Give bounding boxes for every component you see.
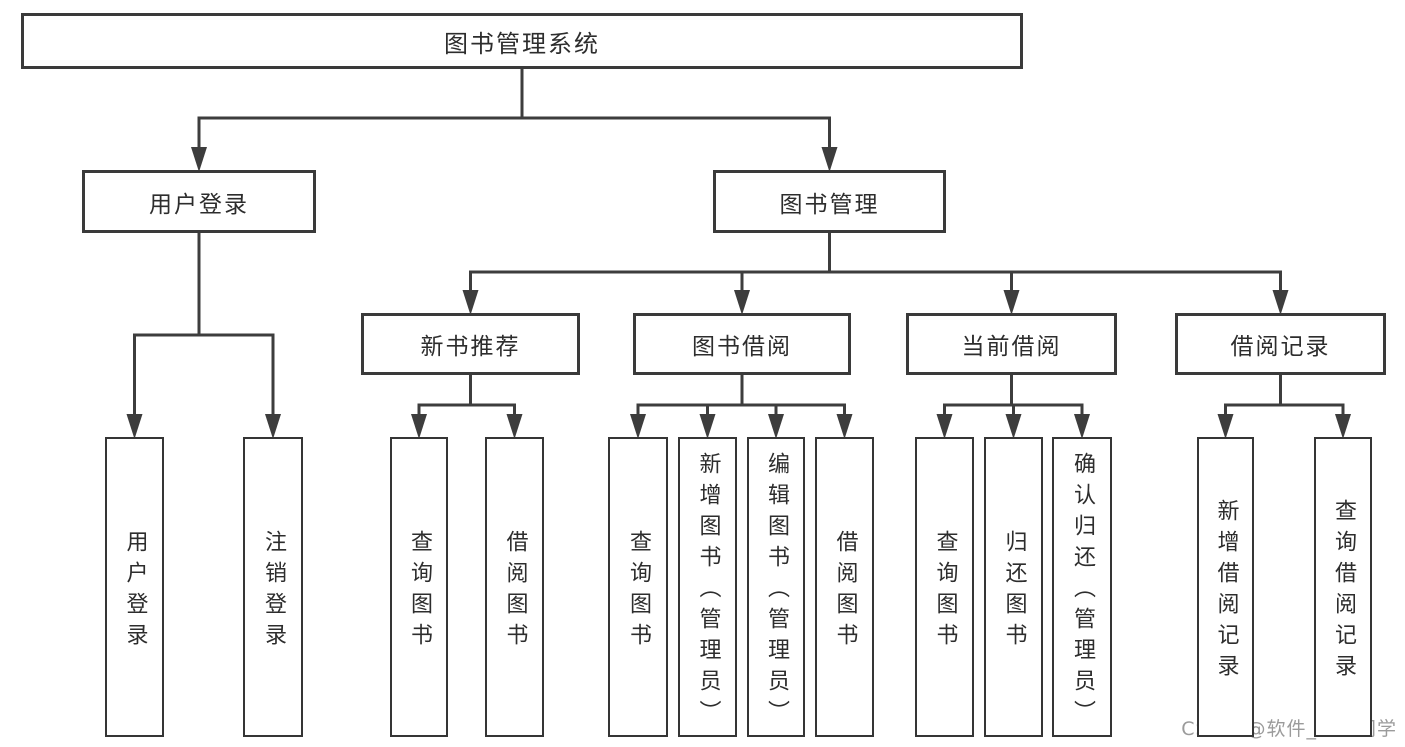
diagram-node-leaf-query-book-1: 查询图书 (390, 437, 448, 737)
node-label: 查询图书 (626, 529, 651, 654)
arrowhead-icon (462, 290, 479, 315)
node-label: 注销登录 (261, 529, 286, 654)
arrowhead-icon (1335, 414, 1351, 439)
diagram-node-new-book-recommend: 新书推荐 (361, 313, 580, 375)
arrowhead-icon (630, 414, 646, 439)
diagram-node-leaf-borrow-book-1: 借阅图书 (485, 437, 544, 737)
diagram-node-leaf-borrow-book-2: 借阅图书 (815, 437, 874, 737)
arrowhead-icon (1272, 290, 1289, 315)
arrowhead-icon (936, 414, 953, 439)
arrowhead-icon (1005, 414, 1022, 439)
arrowhead-icon (506, 414, 523, 439)
diagram-node-leaf-query-book-3: 查询图书 (915, 437, 974, 737)
node-label: 查询图书 (932, 529, 958, 654)
diagram-node-leaf-add-borrow-record: 新增借阅记录 (1197, 437, 1254, 737)
node-label: 借阅图书 (502, 529, 528, 654)
node-label: 新增图书（管理员） (695, 452, 721, 731)
node-label: 图书管理 (779, 191, 880, 218)
diagram-node-root: 图书管理系统 (21, 13, 1023, 69)
node-label: 新书推荐 (420, 334, 521, 360)
arrowhead-icon (768, 414, 784, 439)
connector-new-book-recommend (411, 375, 523, 439)
node-label: 编辑图书（管理员） (764, 452, 789, 731)
node-label: 图书借阅 (692, 334, 792, 360)
node-label: 新增借阅记录 (1213, 498, 1239, 685)
diagram-node-current-borrow: 当前借阅 (906, 313, 1117, 375)
diagram-node-leaf-query-book-2: 查询图书 (608, 437, 668, 737)
connector-user-login (126, 233, 281, 439)
connector-borrow-record (1217, 375, 1351, 439)
diagram-node-user-login: 用户登录 (82, 170, 316, 233)
arrowhead-icon (699, 414, 716, 439)
arrowhead-icon (836, 414, 853, 439)
diagram-node-book-borrow: 图书借阅 (633, 313, 851, 375)
arrowhead-icon (265, 414, 281, 439)
arrowhead-icon (734, 290, 750, 315)
diagram-node-leaf-query-borrow-record: 查询借阅记录 (1314, 437, 1372, 737)
diagram-node-leaf-confirm-return: 确认归还（管理员） (1052, 437, 1112, 737)
node-label: 借阅记录 (1230, 334, 1331, 360)
node-label: 用户登录 (122, 529, 148, 654)
node-label: 查询借阅记录 (1331, 498, 1356, 685)
node-label: 用户登录 (149, 191, 249, 218)
node-label: 图书管理系统 (444, 29, 600, 58)
diagram-node-leaf-user-login: 用户登录 (105, 437, 164, 737)
node-label: 归还图书 (1001, 529, 1027, 654)
arrowhead-icon (821, 147, 838, 172)
node-label: 当前借阅 (961, 334, 1062, 360)
node-label: 借阅图书 (832, 529, 858, 654)
connector-book-mgmt (462, 233, 1289, 315)
arrowhead-icon (1217, 414, 1234, 439)
arrowhead-icon (126, 414, 143, 439)
diagram-node-leaf-edit-book: 编辑图书（管理员） (747, 437, 805, 737)
connector-book-borrow (630, 375, 853, 439)
connector-current-borrow (936, 375, 1090, 439)
diagram-node-borrow-record: 借阅记录 (1175, 313, 1386, 375)
diagram-node-leaf-logout: 注销登录 (243, 437, 303, 737)
diagram-node-book-mgmt: 图书管理 (713, 170, 946, 233)
node-label: 确认归还（管理员） (1070, 452, 1095, 731)
arrowhead-icon (411, 414, 427, 439)
diagram-node-leaf-add-book: 新增图书（管理员） (678, 437, 737, 737)
arrowhead-icon (1003, 290, 1020, 315)
diagram-node-leaf-return-book: 归还图书 (984, 437, 1043, 737)
arrowhead-icon (1074, 414, 1090, 439)
connector-root (191, 69, 838, 172)
node-label: 查询图书 (407, 529, 432, 654)
arrowhead-icon (191, 147, 207, 172)
